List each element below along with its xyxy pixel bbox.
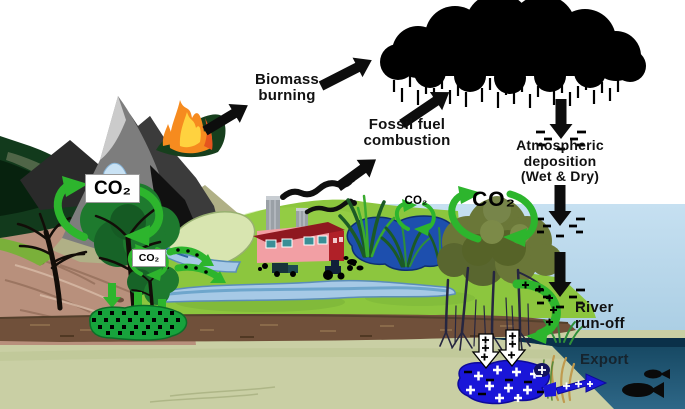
flux-arrow-fossil-to-cloud [399,91,450,129]
bare-tree-icon [16,212,88,311]
rain-cloud-icon [380,0,646,94]
mangrove-icon [437,196,562,353]
truck-icon [258,263,298,277]
rain-icon [392,76,620,108]
runoff-deposition-arrow-icon [535,252,585,309]
fish-icon [622,369,670,398]
burial-arrow-icon [471,329,527,370]
wildfire-icon [156,100,226,158]
co2-exchange-arrows-icon [53,176,538,281]
litter-transport-arrows-icon [166,246,226,283]
soil-carbon-icon [89,304,188,341]
deposition-arrow-icon [535,99,586,238]
seagrass-icon [542,354,576,404]
co2-soil-tree-label: CO₂ [132,249,166,267]
flux-arrow-smoke-to-fossil [335,159,377,192]
co2-wetland-label: CO₂ [404,195,428,207]
export-label: Export [580,351,629,368]
river-runoff-label: River run-off [575,299,625,333]
export-arrow-icon [543,373,608,397]
biomass-burning-label: Biomass burning [255,71,319,105]
fossil-fuel-combustion-label: Fossil fuel combustion [363,116,451,150]
farm-building-icon [253,222,345,263]
atmospheric-deposition-label: Atmospheric deposition (Wet & Dry) [516,137,604,185]
co2-forest-label: CO₂ [85,174,140,203]
sediment-carbon-icon [457,359,550,405]
co2-mangrove-label: CO₂ [472,188,516,211]
river [119,212,456,303]
flux-arrow-biomass-to-cloud [318,57,372,91]
flux-arrow-fire-to-biomass [202,104,248,136]
